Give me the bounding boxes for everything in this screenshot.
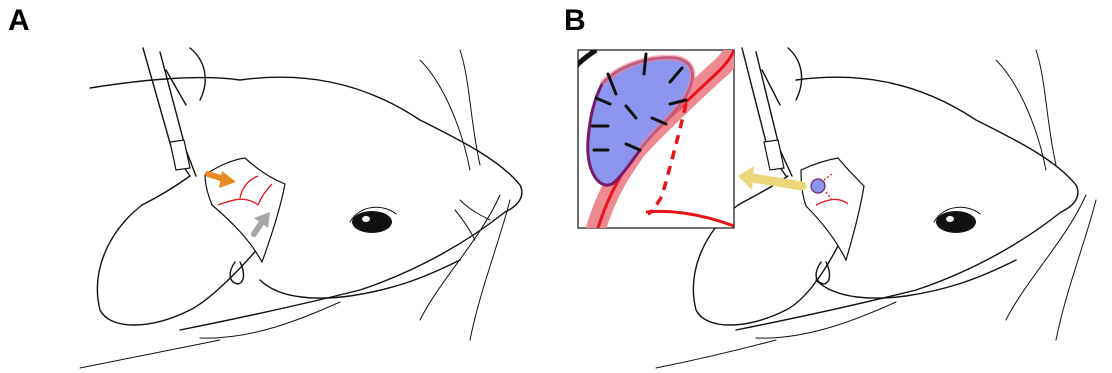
whiskers bbox=[420, 50, 510, 340]
panel-a: A bbox=[0, 0, 556, 373]
rat-head-illustration-b bbox=[556, 0, 1112, 373]
skin-flap bbox=[801, 158, 864, 260]
eye bbox=[934, 207, 980, 233]
forceps-icon bbox=[742, 48, 802, 176]
panel-b: B bbox=[556, 0, 1112, 373]
whiskers bbox=[996, 50, 1096, 340]
forceps-icon bbox=[143, 48, 205, 176]
rat-head-illustration-a bbox=[0, 0, 556, 373]
eye bbox=[350, 207, 396, 233]
inset-zoom bbox=[576, 50, 734, 228]
skin-flap bbox=[205, 158, 285, 262]
